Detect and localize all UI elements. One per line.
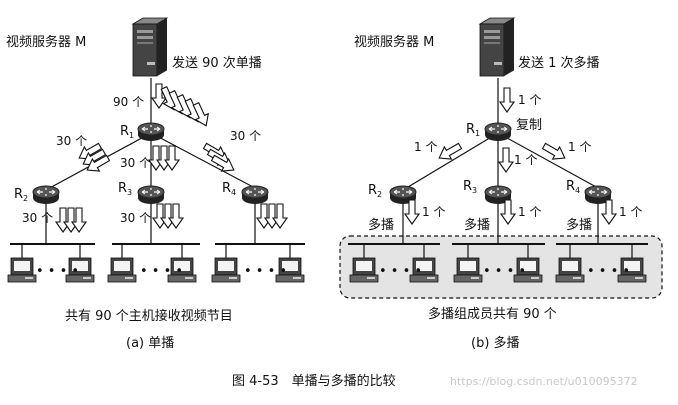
count-r2-label: 1 个 xyxy=(414,140,437,154)
watermark: https://blog.csdn.net/u010095372 xyxy=(450,375,638,388)
multicast-group-box xyxy=(339,235,663,299)
host-icon xyxy=(555,257,585,283)
server-icon xyxy=(479,17,515,77)
router-r1-label: R1 xyxy=(120,124,134,140)
figure-caption: 图 4-53 单播与多播的比较 xyxy=(232,373,396,389)
router-r1-icon xyxy=(484,122,512,142)
multicast-arrow-server xyxy=(499,87,515,113)
host-dots-2: • • • • xyxy=(483,264,526,279)
server-icon xyxy=(132,17,168,77)
router-r3-icon xyxy=(137,185,165,205)
count-r2-label: 30 个 xyxy=(56,134,87,148)
router-r4-icon xyxy=(241,185,269,205)
router-r4-label: R4 xyxy=(566,179,580,195)
count-r4-label: 1 个 xyxy=(568,140,591,154)
send-count-label: 发送 90 次单播 xyxy=(172,55,262,71)
unicast-bottom-text: 共有 90 个主机接收视频节目 xyxy=(65,308,233,324)
count-r2-lan-label: 30 个 xyxy=(22,211,53,225)
router-r4-label: R4 xyxy=(222,181,236,197)
unicast-sub-caption: (a) 单播 xyxy=(126,336,174,351)
multicast-arrow-r3-lan xyxy=(500,199,516,225)
host-icon xyxy=(453,257,483,283)
unicast-arrows-r3 xyxy=(148,145,180,171)
host-icon xyxy=(107,257,137,283)
multicast-arrow-r4-lan xyxy=(601,199,617,225)
count-r4-lan-label: 1 个 xyxy=(619,205,642,219)
host-dots-3: • • • • xyxy=(244,264,287,279)
count-server-label: 1 个 xyxy=(518,93,541,107)
count-r3-label: 1 个 xyxy=(514,153,537,167)
multicast-bottom-text: 多播组成员共有 90 个 xyxy=(428,306,557,322)
server-label: 视频服务器 M xyxy=(354,34,434,50)
count-server-label: 90 个 xyxy=(113,95,144,109)
unicast-arrows-r4 xyxy=(200,139,238,177)
host-icon xyxy=(211,257,241,283)
unicast-arrows-r2-lan xyxy=(55,207,87,233)
router-r3-label: R3 xyxy=(118,181,132,197)
multicast-label-r3: 多播 xyxy=(464,217,490,233)
multicast-arrow-r3 xyxy=(498,147,514,173)
multicast-arrow-r4 xyxy=(539,139,569,165)
host-icon xyxy=(7,257,37,283)
unicast-arrows-r3-lan xyxy=(152,203,184,229)
router-r1-icon xyxy=(137,122,165,142)
unicast-arrows-server xyxy=(151,83,214,130)
multicast-label-r2: 多播 xyxy=(368,217,394,233)
router-r3-label: R3 xyxy=(463,179,477,195)
multicast-panel: 视频服务器 M 发送 1 次多播 1 个 R1 复制 1 个 1 个 1 个 R… xyxy=(339,17,663,351)
host-icon xyxy=(349,257,379,283)
count-r2-lan-label: 1 个 xyxy=(422,205,445,219)
multicast-arrow-r2 xyxy=(435,139,465,165)
copy-label: 复制 xyxy=(516,118,542,133)
host-dots-1: • • • • xyxy=(379,264,422,279)
count-r4-label: 30 个 xyxy=(230,129,261,143)
unicast-panel: 视频服务器 M 发送 90 次单播 90 个 R1 30 个 30 个 xyxy=(6,17,305,351)
multicast-sub-caption: (b) 多播 xyxy=(471,335,520,351)
server-label: 视频服务器 M xyxy=(6,34,86,50)
count-r3-lan-label: 30 个 xyxy=(120,211,151,225)
host-dots-3: • • • • xyxy=(587,264,630,279)
multicast-label-r4: 多播 xyxy=(566,217,592,233)
count-r3-lan-label: 1 个 xyxy=(518,205,541,219)
host-dots-1: • • • • xyxy=(36,264,79,279)
count-r3-label: 30 个 xyxy=(120,156,151,170)
host-dots-2: • • • • xyxy=(140,264,183,279)
router-r2-label: R2 xyxy=(14,187,28,203)
unicast-arrows-r4-lan xyxy=(256,203,288,229)
router-r1-label: R1 xyxy=(466,122,480,138)
router-r2-label: R2 xyxy=(368,183,382,199)
send-count-label: 发送 1 次多播 xyxy=(518,55,600,71)
router-r2-icon xyxy=(32,185,60,205)
